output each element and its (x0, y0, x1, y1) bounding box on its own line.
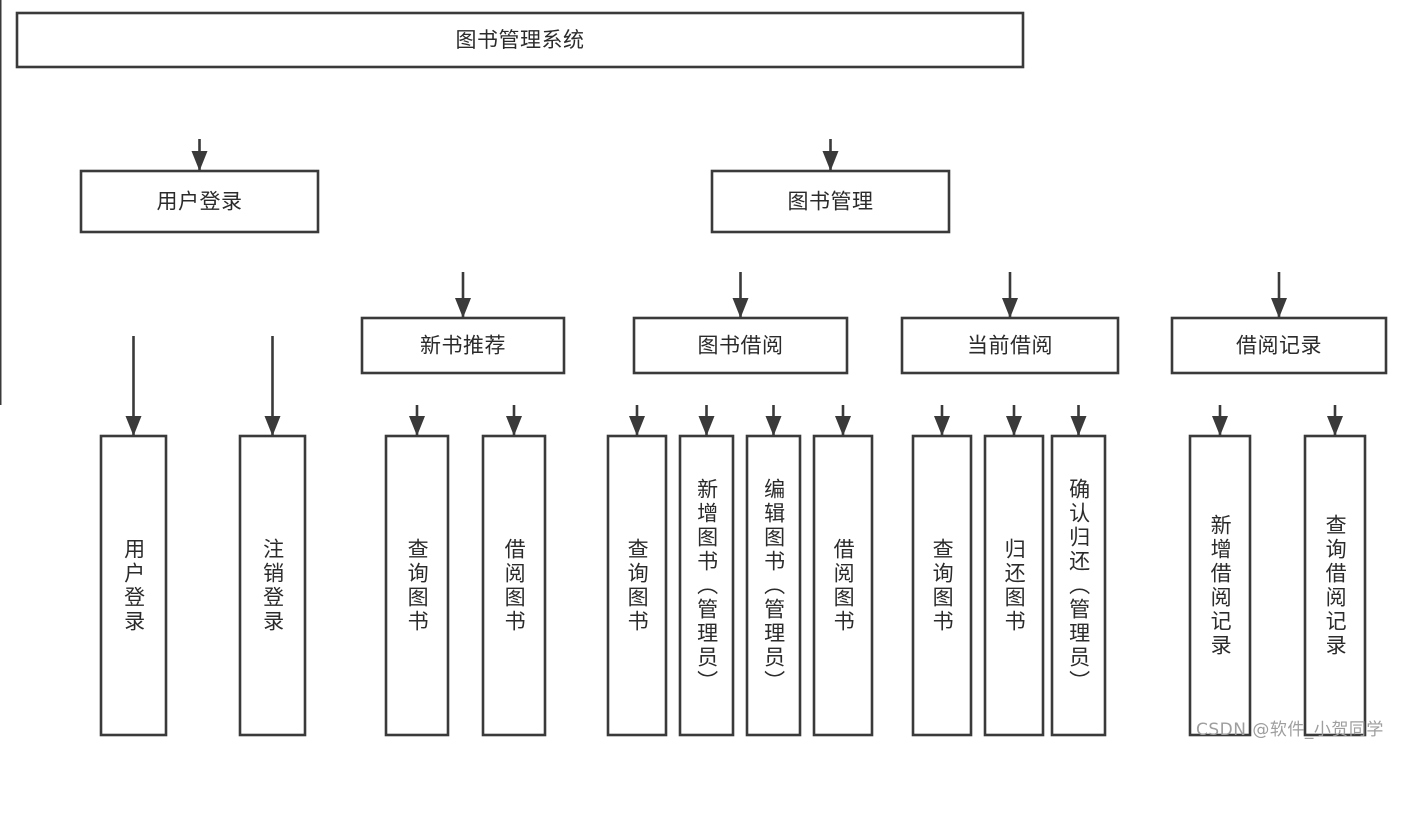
connectors-layer (0, 0, 1343, 436)
csdn-watermark: CSDN @软件_小贺同学 (1196, 720, 1384, 740)
node-box-new-book-recommend[interactable] (360, 316, 566, 375)
node-label-book-manage: 图书管理 (788, 190, 874, 214)
node-box-book-manage[interactable] (710, 169, 951, 234)
arrow-head (835, 416, 851, 436)
arrow-head (191, 151, 208, 171)
node-box-leaf-add-borrow-record[interactable] (1188, 434, 1252, 737)
boxes-layer (15, 11, 1388, 737)
node-box-leaf-query-book-borrow[interactable] (606, 434, 668, 737)
arrow-head (765, 416, 782, 436)
arrow-head (1002, 298, 1018, 318)
arrow-head (409, 416, 425, 436)
arrow-head (125, 416, 142, 436)
node-box-leaf-user-login[interactable] (99, 434, 168, 737)
node-box-leaf-edit-book-admin[interactable] (745, 434, 802, 737)
node-box-leaf-query-borrow-record[interactable] (1303, 434, 1367, 737)
arrow-head (1271, 298, 1287, 318)
arrow-head (506, 416, 522, 436)
node-box-book-borrow[interactable] (632, 316, 849, 375)
node-box-leaf-query-book-recommend[interactable] (384, 434, 450, 737)
node-box-user-login[interactable] (79, 169, 320, 234)
node-label-new-book-recommend: 新书推荐 (420, 334, 506, 358)
node-box-borrow-record[interactable] (1170, 316, 1388, 375)
arrow-head (455, 298, 471, 318)
arrow-head (1006, 416, 1022, 436)
arrow-head (698, 416, 715, 436)
node-label-user-login: 用户登录 (157, 190, 243, 214)
node-box-current-borrow[interactable] (900, 316, 1120, 375)
node-box-root[interactable] (15, 11, 1025, 69)
node-box-leaf-borrow-book-recommend[interactable] (481, 434, 547, 737)
node-box-leaf-return-book[interactable] (983, 434, 1045, 737)
node-label-borrow-record: 借阅记录 (1236, 334, 1322, 358)
node-box-leaf-query-book-current[interactable] (911, 434, 973, 737)
node-label-book-borrow: 图书借阅 (698, 334, 784, 358)
arrow-head (629, 416, 645, 436)
node-box-leaf-borrow-book[interactable] (812, 434, 874, 737)
node-box-leaf-confirm-return-admin[interactable] (1050, 434, 1107, 737)
node-label-current-borrow: 当前借阅 (967, 334, 1053, 358)
arrow-head (1070, 416, 1087, 436)
node-box-leaf-logout-login[interactable] (238, 434, 307, 737)
arrow-head (822, 151, 839, 171)
node-label-root: 图书管理系统 (456, 28, 585, 52)
arrow-head (1327, 416, 1343, 436)
node-box-leaf-add-book-admin[interactable] (678, 434, 735, 737)
arrow-head (1212, 416, 1228, 436)
diagram-canvas: 图书管理系统用户登录图书管理新书推荐图书借阅当前借阅借阅记录 用户登录注销登录查… (0, 0, 1388, 740)
arrow-head (934, 416, 950, 436)
arrow-head (264, 416, 281, 436)
arrow-head (732, 298, 749, 318)
